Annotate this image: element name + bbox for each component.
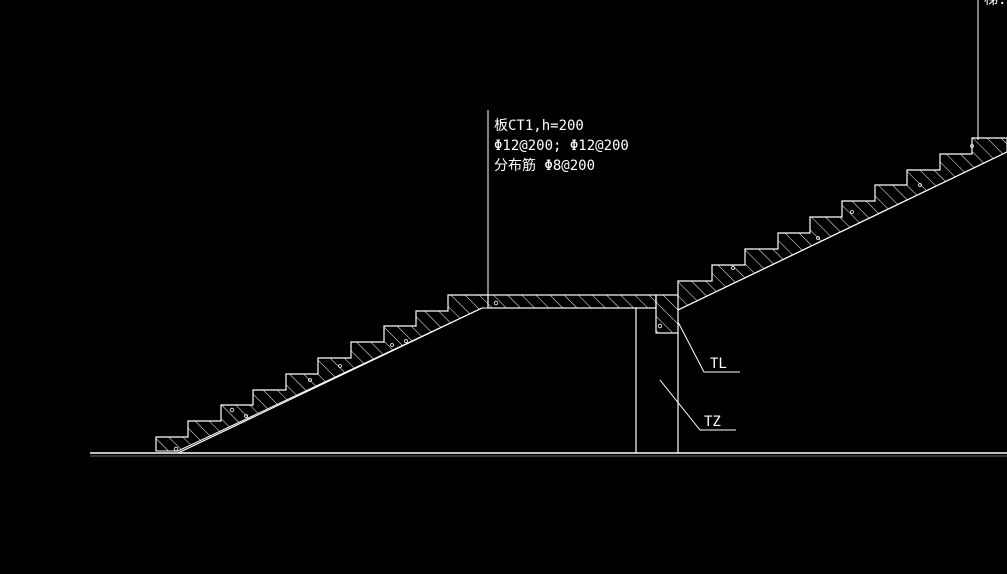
lower-flight-soffit	[177, 307, 483, 454]
lower-flight-body	[155, 294, 489, 452]
tl-tag: TL	[710, 356, 727, 372]
tz-tag: TZ	[704, 414, 721, 430]
lower-flight-steps	[155, 294, 488, 451]
landing-slab	[487, 294, 657, 309]
rebar-dots	[173, 144, 974, 452]
upper-flight-steps	[677, 137, 1007, 295]
beam-tl	[655, 294, 679, 334]
slab-note-line2: Φ12@200; Φ12@200	[494, 138, 629, 154]
slab-note-line1: 板CT1,h=200	[494, 118, 584, 134]
upper-flight-body	[677, 137, 1007, 311]
slab-note-line3: 分布筋 Φ8@200	[494, 157, 595, 174]
upper-flight-soffit	[677, 151, 1007, 311]
tz-leader	[659, 379, 736, 431]
tl-leader	[677, 321, 740, 373]
corner-fragment-text: 梯...	[984, 0, 1007, 8]
